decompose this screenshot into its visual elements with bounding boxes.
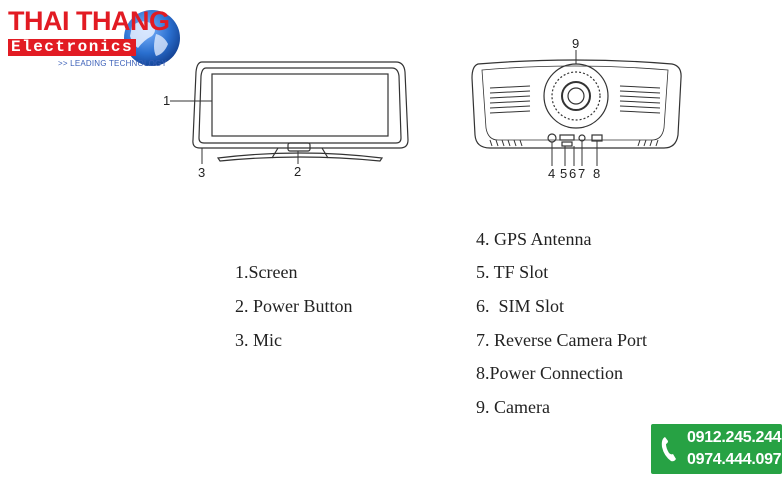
legend-left-1: 1.Screen — [235, 262, 298, 282]
front-view — [170, 61, 409, 164]
globe-icon — [124, 10, 180, 66]
brand-logo: THAI THANG Electronics >> LEADING TECHNO… — [4, 4, 182, 78]
callout-3: 3 — [198, 165, 205, 180]
brand-name: THAI THANG — [8, 6, 170, 36]
stand-base — [216, 152, 384, 162]
back-housing — [471, 59, 682, 149]
back-view — [471, 50, 682, 166]
legend-right-8: 8.Power Connection — [476, 363, 623, 383]
callout-4: 4 — [548, 166, 555, 181]
legend-left-2: 2. Power Button — [235, 296, 353, 316]
sim-slot — [561, 141, 573, 147]
callout-7: 7 — [578, 166, 585, 181]
product-diagram: 1 2 3 — [163, 36, 682, 181]
phone-icon — [661, 437, 676, 462]
legend-right-7: 7. Reverse Camera Port — [476, 330, 647, 350]
legend-right-4: 4. GPS Antenna — [476, 229, 592, 249]
brand-sub: Electronics — [8, 39, 136, 56]
camera-ring-outer — [543, 63, 609, 129]
camera-lens — [561, 81, 591, 111]
legend-right-9: 9. Camera — [476, 397, 550, 417]
legend-left-3: 3. Mic — [235, 330, 282, 350]
callout-9: 9 — [572, 36, 579, 51]
screen — [211, 73, 389, 137]
vent-right — [619, 85, 661, 114]
callout-2: 2 — [294, 164, 301, 179]
tf-slot — [559, 134, 575, 141]
callout-8: 8 — [593, 166, 600, 181]
phone-number-1[interactable]: 0912.245.244 — [687, 429, 782, 446]
power-button — [287, 142, 311, 152]
contact-phone-box[interactable]: 0912.245.244 0974.444.097 — [651, 424, 782, 474]
callout-6: 6 — [569, 166, 576, 181]
gps-port — [547, 133, 557, 143]
port-marks — [489, 139, 659, 147]
callout-5: 5 — [560, 166, 567, 181]
front-housing — [192, 61, 409, 149]
phone-number-2[interactable]: 0974.444.097 — [687, 451, 782, 468]
callout-1: 1 — [163, 93, 170, 108]
vent-left — [489, 85, 531, 114]
brand-tagline: >> LEADING TECHNOLOGY — [58, 59, 167, 68]
legend-right-6: 6. SIM Slot — [476, 296, 565, 316]
legend-right-5: 5. TF Slot — [476, 262, 549, 282]
